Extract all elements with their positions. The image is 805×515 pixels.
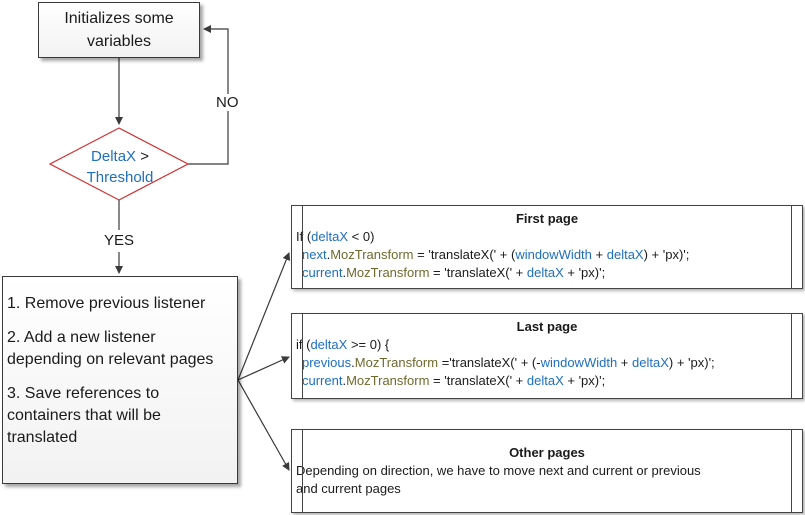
decision-op: > [140,148,149,165]
no-label: NO [214,94,241,111]
arrow-to-first-page [237,252,291,381]
step-1: 1. Remove previous listener [7,295,206,312]
first-page-box: First page If (deltaX < 0) next.MozTrans… [291,205,803,289]
start-box-line1: Initializes some [64,10,174,27]
last-page-title: Last page [516,319,578,334]
first-page-body: If (deltaX < 0) next.MozTransform = 'tra… [296,229,690,280]
other-pages-box: Other pages Depending on direction, we h… [291,429,803,513]
decision-text: DeltaX > Threshold [52,146,188,188]
steps-box: 1. Remove previous listener 2. Add a new… [2,276,238,484]
last-page-box: Last page if (deltaX >= 0) { previous.Mo… [291,313,803,399]
decision-left: DeltaX [91,148,137,165]
arrow-to-other-pages [237,379,290,471]
other-pages-body: Depending on direction, we have to move … [296,463,701,496]
yes-label: YES [104,232,135,249]
start-box: Initializes some variables [38,2,200,58]
arrow-to-last-page [237,356,290,381]
first-page-title: First page [515,211,579,226]
start-box-line2: variables [86,33,152,50]
last-page-body: if (deltaX >= 0) { previous.MozTransform… [296,337,715,388]
other-pages-title: Other pages [509,445,585,460]
decision-right: Threshold [86,169,154,186]
